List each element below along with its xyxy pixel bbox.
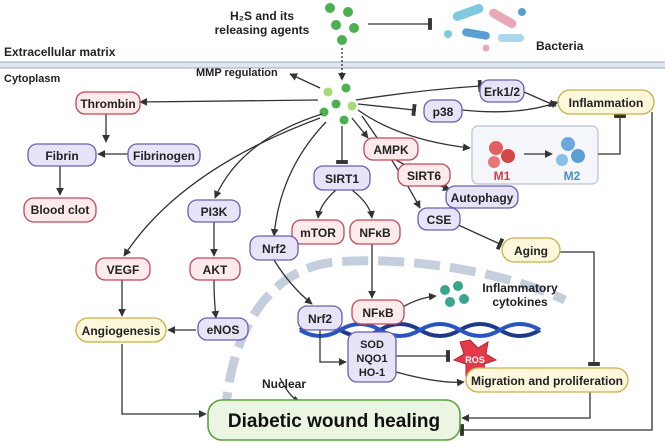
node-sirt6: SIRT6	[397, 163, 451, 187]
h2s-molecules-cytoplasm	[319, 83, 357, 125]
mmp-label: MMP regulation	[196, 67, 278, 79]
svg-text:SOD: SOD	[360, 339, 384, 351]
node-nrf2-top: Nrf2	[249, 235, 299, 261]
cell-membrane	[0, 61, 665, 69]
dna-helix	[298, 322, 542, 338]
node-fibrin: Fibrin	[27, 143, 97, 167]
svg-text:Inflammation: Inflammation	[569, 96, 644, 110]
nuclear-label: Nuclear	[262, 377, 306, 391]
h2s-molecules-top	[325, 3, 359, 45]
node-p38: p38	[423, 99, 463, 123]
node-cse: CSE	[417, 207, 461, 231]
svg-text:AKT: AKT	[203, 263, 228, 277]
svg-text:NFκB: NFκB	[359, 226, 391, 240]
svg-text:Fibrin: Fibrin	[45, 149, 78, 163]
cytoplasm-label: Cytoplasm	[4, 73, 60, 85]
svg-text:NQO1: NQO1	[356, 353, 387, 365]
node-thrombin: Thrombin	[75, 91, 141, 115]
svg-text:mTOR: mTOR	[300, 226, 336, 240]
svg-text:PI3K: PI3K	[201, 205, 228, 219]
node-erk12: Erk1/2	[479, 79, 525, 103]
node-vegf: VEGF	[95, 257, 151, 281]
svg-text:SIRT1: SIRT1	[325, 172, 359, 186]
svg-text:eNOS: eNOS	[207, 323, 240, 337]
connectors	[56, 18, 653, 436]
node-enos: eNOS	[197, 317, 249, 341]
svg-text:HO-1: HO-1	[359, 367, 385, 379]
cytokine-molecules	[440, 281, 469, 307]
node-nrf2-nuclear: Nrf2	[297, 305, 343, 331]
m1-cells-icon	[488, 141, 515, 168]
m2-cells-icon	[556, 137, 585, 166]
node-diabetic-wound-healing: Diabetic wound healing	[207, 399, 461, 441]
m1-label: M1	[494, 169, 511, 183]
cytokines-label-line1: Inflammatory	[482, 281, 558, 295]
svg-text:Diabetic wound healing: Diabetic wound healing	[228, 411, 440, 432]
cytokines-label-line2: cytokines	[492, 295, 548, 309]
svg-text:p38: p38	[433, 105, 454, 119]
svg-text:Nrf2: Nrf2	[308, 312, 332, 326]
m2-label: M2	[564, 169, 581, 183]
node-autophagy: Autophagy	[445, 185, 519, 209]
svg-text:VEGF: VEGF	[107, 263, 140, 277]
extracellular-label: Extracellular matrix	[4, 45, 116, 59]
node-akt: AKT	[189, 257, 241, 281]
nucleus-envelope	[220, 256, 567, 419]
svg-text:Blood clot: Blood clot	[31, 203, 90, 217]
svg-text:Erk1/2: Erk1/2	[484, 85, 520, 99]
svg-text:AMPK: AMPK	[373, 143, 409, 157]
svg-text:Autophagy: Autophagy	[451, 191, 514, 205]
bacteria-label: Bacteria	[536, 39, 584, 53]
svg-text:Nrf2: Nrf2	[262, 242, 286, 256]
svg-text:Angiogenesis: Angiogenesis	[82, 324, 161, 338]
svg-text:NFκB: NFκB	[362, 306, 394, 320]
bacteria-icon	[444, 4, 526, 52]
node-blood-clot: Blood clot	[23, 197, 97, 223]
svg-text:Aging: Aging	[514, 244, 548, 258]
node-inflammation: Inflammation	[557, 89, 655, 115]
svg-text:Fibrinogen: Fibrinogen	[133, 149, 195, 163]
node-antioxidant-enzymes: SOD NQO1 HO-1	[347, 331, 397, 383]
ros-label: ROS	[465, 355, 485, 365]
node-nfkb-nuclear: NFκB	[351, 299, 405, 325]
h2s-label-line1: H₂S and its	[230, 9, 294, 23]
node-sirt1: SIRT1	[313, 165, 371, 191]
node-migration-proliferation: Migration and proliferation	[465, 367, 629, 393]
node-ampk: AMPK	[363, 137, 419, 161]
h2s-label-line2: releasing agents	[215, 23, 310, 37]
svg-text:Thrombin: Thrombin	[80, 97, 135, 111]
svg-text:CSE: CSE	[427, 213, 452, 227]
node-aging: Aging	[501, 237, 561, 263]
node-fibrinogen: Fibrinogen	[127, 143, 201, 167]
svg-text:SIRT6: SIRT6	[407, 169, 441, 183]
node-angiogenesis: Angiogenesis	[75, 317, 167, 343]
node-pi3k: PI3K	[187, 199, 241, 223]
svg-text:Migration and proliferation: Migration and proliferation	[471, 374, 623, 388]
node-mtor: mTOR	[291, 219, 345, 245]
node-nfkb-top: NFκB	[349, 219, 401, 245]
